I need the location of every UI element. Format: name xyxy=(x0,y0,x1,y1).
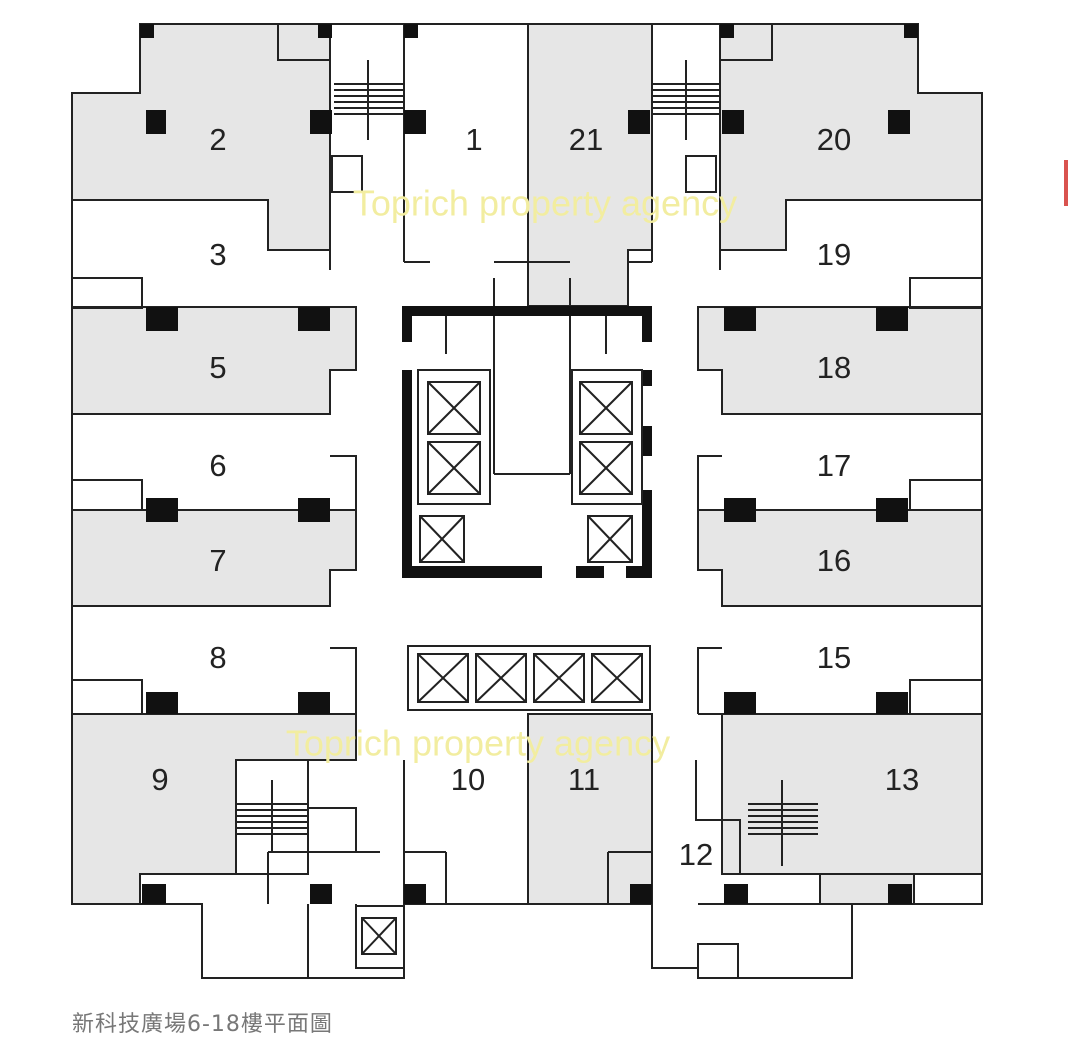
unit-21-area xyxy=(527,23,653,307)
columns xyxy=(140,24,918,904)
core xyxy=(361,306,652,955)
unit-label-10: 10 xyxy=(451,762,485,797)
unit-2-area xyxy=(71,23,331,251)
edge-marker xyxy=(1064,160,1068,206)
unit-label-18: 18 xyxy=(817,350,851,385)
unit-label-17: 17 xyxy=(817,448,851,483)
unit-label-2: 2 xyxy=(209,122,226,157)
unit-label-21: 21 xyxy=(569,122,603,157)
elevator-icon xyxy=(579,441,633,495)
unit-label-19: 19 xyxy=(817,237,851,272)
unit-label-7: 7 xyxy=(209,543,226,578)
unit-label-1: 1 xyxy=(465,122,482,157)
elevator-icon xyxy=(427,381,481,435)
stair-top-left xyxy=(334,60,404,140)
unit-label-6: 6 xyxy=(209,448,226,483)
elevator-icon xyxy=(361,917,397,955)
unit-label-9: 9 xyxy=(151,762,168,797)
elevator-icon xyxy=(419,515,465,563)
elevator-icon xyxy=(591,653,643,703)
elevator-icon xyxy=(579,381,633,435)
elevator-icon xyxy=(587,515,633,563)
stair-bottom-right xyxy=(748,780,818,866)
unit-label-15: 15 xyxy=(817,640,851,675)
plan-caption: 新科技廣場6-18樓平面圖 xyxy=(72,1012,333,1037)
stair-bottom-left xyxy=(236,780,308,852)
stairs xyxy=(236,60,818,866)
unit-label-20: 20 xyxy=(817,122,851,157)
elevators xyxy=(361,381,651,955)
stair-top-right xyxy=(652,60,720,140)
unit-label-13: 13 xyxy=(885,762,919,797)
elevator-icon xyxy=(533,653,585,703)
unit-label-11: 11 xyxy=(568,762,600,797)
unit-label-8: 8 xyxy=(209,640,226,675)
watermark-bottom: Toprich property agency xyxy=(286,723,670,764)
unit-label-5: 5 xyxy=(209,350,226,385)
unit-label-3: 3 xyxy=(209,237,226,272)
unit-label-16: 16 xyxy=(817,543,851,578)
elevator-icon xyxy=(427,441,481,495)
watermark-top: Toprich property agency xyxy=(353,183,737,224)
elevator-icon xyxy=(417,653,469,703)
elevator-icon xyxy=(475,653,527,703)
unit-label-12: 12 xyxy=(679,837,713,872)
